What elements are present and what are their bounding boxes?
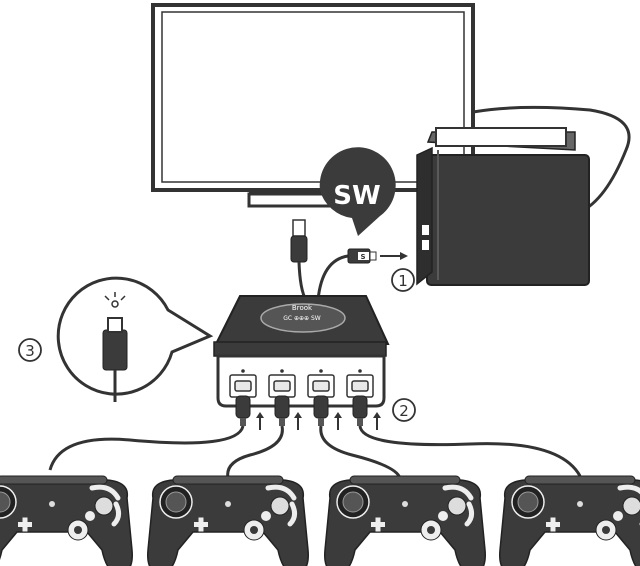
step-3-label: 3 [25,342,35,360]
switch-dock [416,127,590,286]
gamecube-controller-1 [0,476,132,566]
usb-connector: S [347,248,377,264]
controller-cable-4 [358,425,582,477]
step-2-label: 2 [399,402,409,420]
light-indicator-icon [104,292,126,308]
television [151,3,475,208]
svg-text:S: S [360,253,365,261]
controller-port-4 [346,374,374,398]
step-3-marker: 3 [18,338,42,362]
step-2-marker: 2 [392,398,416,422]
controller-cable-1 [48,425,245,471]
arrow-right-icon [380,252,408,260]
sw-badge: SW [319,147,396,236]
step-1-label: 1 [398,272,408,290]
usb-plug-icon [290,219,308,301]
usb-cable [316,254,349,301]
gamecube-controller-4 [500,476,640,566]
step-1-marker: 1 [391,268,415,292]
adapter-model: GC ⊕⊕⊕ SW [283,315,321,322]
hdmi-cable [472,105,631,214]
gamecube-controller-3 [325,476,486,566]
adapter: Brook GC ⊕⊕⊕ SW [213,295,390,408]
controller-cable-2 [226,425,284,479]
sw-badge-text: SW [333,181,380,211]
plug-1 [235,395,251,427]
controller-port-1 [229,374,257,398]
controller-port-3 [307,374,335,398]
plug-3 [313,395,329,427]
plug-4 [352,395,368,427]
controller-cable-3 [319,425,402,479]
controller-port-2 [268,374,296,398]
zoom-callout [56,276,214,402]
adapter-brand: Brook [292,304,313,312]
led-indicator-icon [241,369,362,373]
plug-2 [274,395,290,427]
gamecube-controller-2 [148,476,309,566]
